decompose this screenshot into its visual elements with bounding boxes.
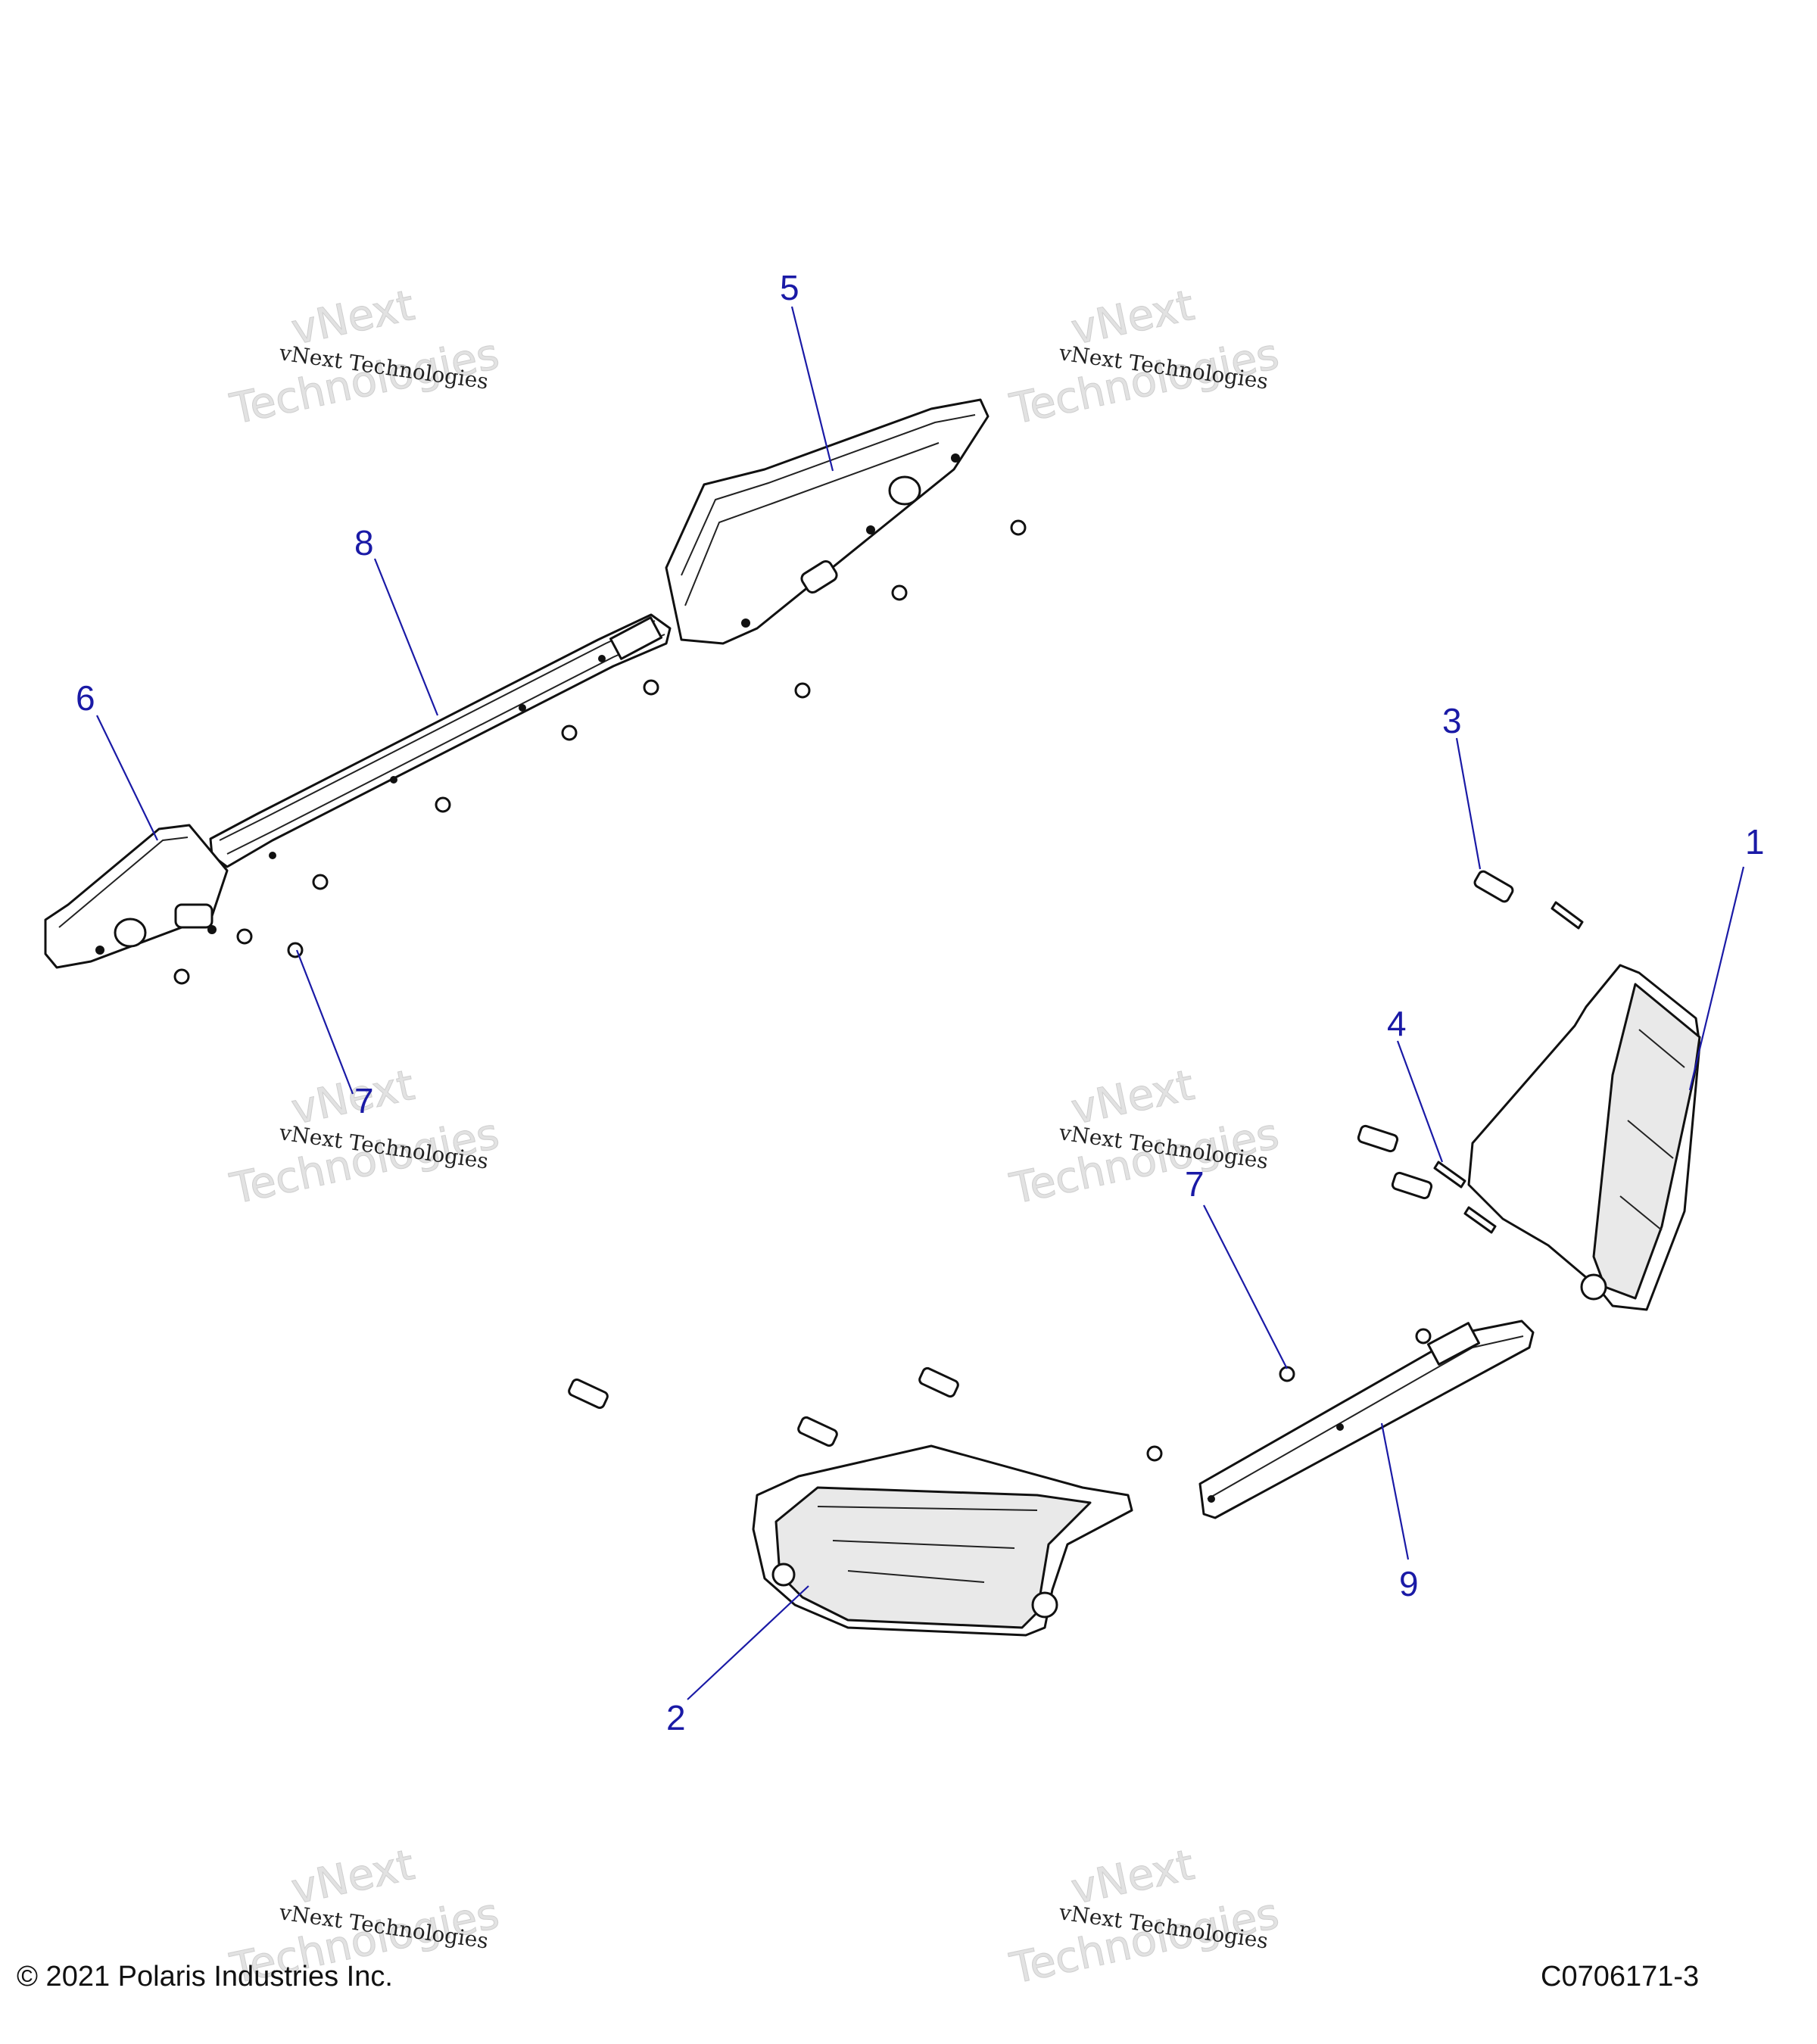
leader-6 [96,715,158,841]
callout-5: 5 [780,268,799,307]
callout-7a: 7 [354,1081,374,1120]
springs-group [568,870,1514,1447]
callout-4: 4 [1387,1004,1407,1043]
leader-1 [1688,866,1745,1091]
leader-3 [1455,737,1482,870]
callout-1: 1 [1745,822,1765,862]
callout-9: 9 [1399,1564,1419,1603]
watermark-bottom-right: vNext Technologies vNext Technologies [1005,1840,1283,1995]
watermark-mid-right: vNext Technologies vNext Technologies [1005,1061,1283,1215]
part-9-tail-bar [1198,1320,1535,1519]
callout-3: 3 [1442,701,1462,740]
copyright-text: © 2021 Polaris Industries Inc. [17,1961,393,1993]
callout-8: 8 [354,523,374,562]
leader-7b [1203,1204,1288,1369]
callout-7b: 7 [1185,1164,1205,1204]
leader-2 [687,1585,809,1700]
leader-9 [1380,1422,1410,1560]
part-5-housing-right [665,398,990,645]
nuts-group [173,519,1432,1462]
leader-8 [373,558,439,716]
leader-5 [790,306,834,472]
callout-6: 6 [76,678,95,718]
leader-4 [1396,1040,1444,1163]
screws-group [1433,901,1584,1234]
part-8-light-bar [209,613,672,868]
drawing-id: C0706171-3 [1541,1961,1700,1993]
part-1-headlight-right [1467,964,1701,1311]
leader-7a [295,949,354,1095]
watermark-top-right: vNext Technologies vNext Technologies [1005,281,1283,435]
part-6-end-cap-left [44,824,229,969]
watermark-top-left: vNext Technologies vNext Technologies [226,281,503,435]
callout-2: 2 [666,1698,686,1737]
part-2-headlight-left [752,1444,1133,1637]
